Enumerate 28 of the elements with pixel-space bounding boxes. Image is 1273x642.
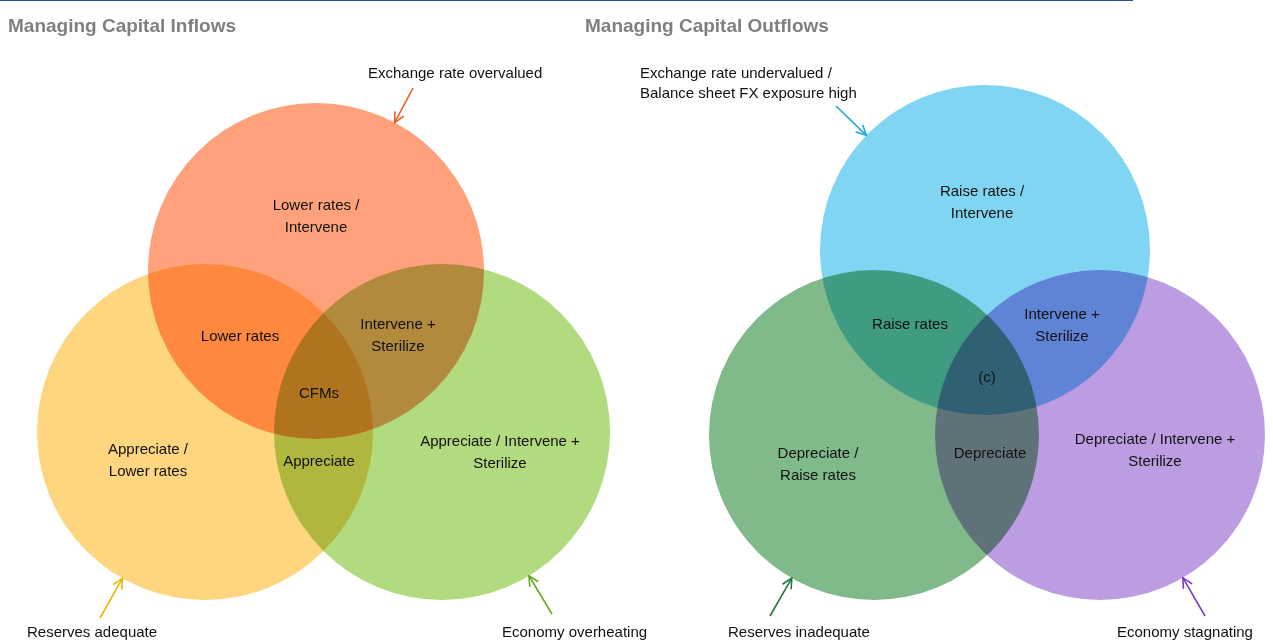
region-label: Lower rates bbox=[200, 326, 280, 346]
circle-label: Depreciate / Intervene + Sterilize bbox=[1073, 429, 1237, 471]
leader-arrow bbox=[1182, 576, 1206, 617]
region-label: Intervene + Sterilize bbox=[1023, 304, 1101, 346]
circle-label: Lower rates / Intervene bbox=[271, 195, 361, 237]
leader-arrow bbox=[99, 577, 124, 619]
region-label: CFMs bbox=[299, 383, 339, 403]
leader-arrow bbox=[769, 577, 793, 617]
annotation-text: Reserves inadequate bbox=[728, 622, 870, 642]
circle-label: Appreciate / Intervene + Sterilize bbox=[419, 431, 581, 473]
panel-heading: Managing Capital Inflows bbox=[8, 15, 236, 37]
annotation-text: Reserves adequate bbox=[27, 622, 158, 642]
annotation-text: Economy stagnating bbox=[1117, 622, 1253, 642]
circle-label: Appreciate / Lower rates bbox=[106, 439, 189, 481]
circle-label: Raise rates / Intervene bbox=[938, 181, 1026, 223]
region-label: Appreciate bbox=[283, 451, 355, 471]
panel-heading: Managing Capital Outflows bbox=[585, 15, 829, 37]
annotation-text: Exchange rate overvalued bbox=[368, 63, 543, 83]
circle-label: Depreciate / Raise rates bbox=[776, 443, 860, 485]
region-label: Intervene + Sterilize bbox=[359, 314, 437, 356]
annotation-text: Economy overheating bbox=[502, 622, 648, 642]
annotation-text: Exchange rate undervalued / Balance sheet FX exposure high bbox=[640, 63, 872, 103]
region-label: Depreciate bbox=[953, 443, 1027, 463]
leader-arrow bbox=[393, 87, 414, 124]
leader-arrow bbox=[528, 575, 553, 615]
leader-arrow bbox=[835, 105, 868, 137]
region-label: (c) bbox=[978, 367, 996, 387]
region-label: Raise rates bbox=[872, 314, 948, 334]
